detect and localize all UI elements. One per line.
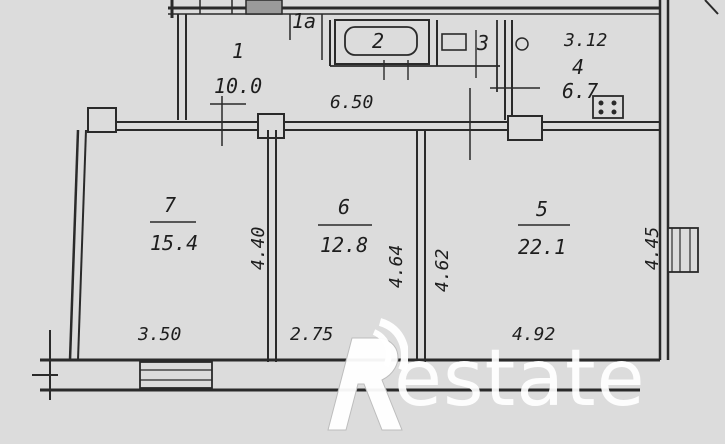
watermark-logo: R: [318, 318, 408, 431]
watermark-logo-letter: R: [318, 318, 329, 322]
dim-room5-width: 4.92: [512, 324, 555, 345]
dim-room6-width: 2.75: [290, 324, 333, 345]
dim-hall-length: 6.50: [330, 92, 373, 113]
dim-room5-right-height: 4.45: [642, 227, 663, 270]
room-3-number: 3: [476, 31, 489, 55]
dim-room5-left-height: 4.62: [432, 249, 453, 292]
dim-room7-width: 3.50: [137, 324, 181, 345]
room-6-area: 12.8: [320, 233, 368, 257]
room-5-area: 22.1: [518, 235, 566, 259]
room-1-number: 1: [232, 39, 244, 63]
room-1-area: 10.0: [214, 74, 262, 98]
room-2-number: 2: [372, 29, 384, 53]
room-4-area: 6.7: [562, 79, 598, 103]
room-labels: 1 10.0 2 3 4 6.7 1a 7 15.4 6 12.8 5 22.1: [150, 9, 598, 259]
room-5-number: 5: [536, 197, 548, 221]
dim-kitchen-width: 3.12: [563, 30, 607, 51]
dim-room6-height: 4.64: [386, 245, 407, 288]
watermark-text: estate: [394, 334, 646, 424]
room-7-number: 7: [164, 193, 176, 217]
dim-room7-height: 4.40: [248, 227, 269, 270]
room-6-number: 6: [338, 195, 350, 219]
dimension-labels: 6.50 3.12 3.50 2.75 4.92 4.40 4.64 4.62 …: [137, 30, 663, 345]
room-7-area: 15.4: [150, 231, 198, 255]
room-4-number: 4: [572, 55, 584, 79]
room-1a-number: 1a: [292, 9, 316, 33]
